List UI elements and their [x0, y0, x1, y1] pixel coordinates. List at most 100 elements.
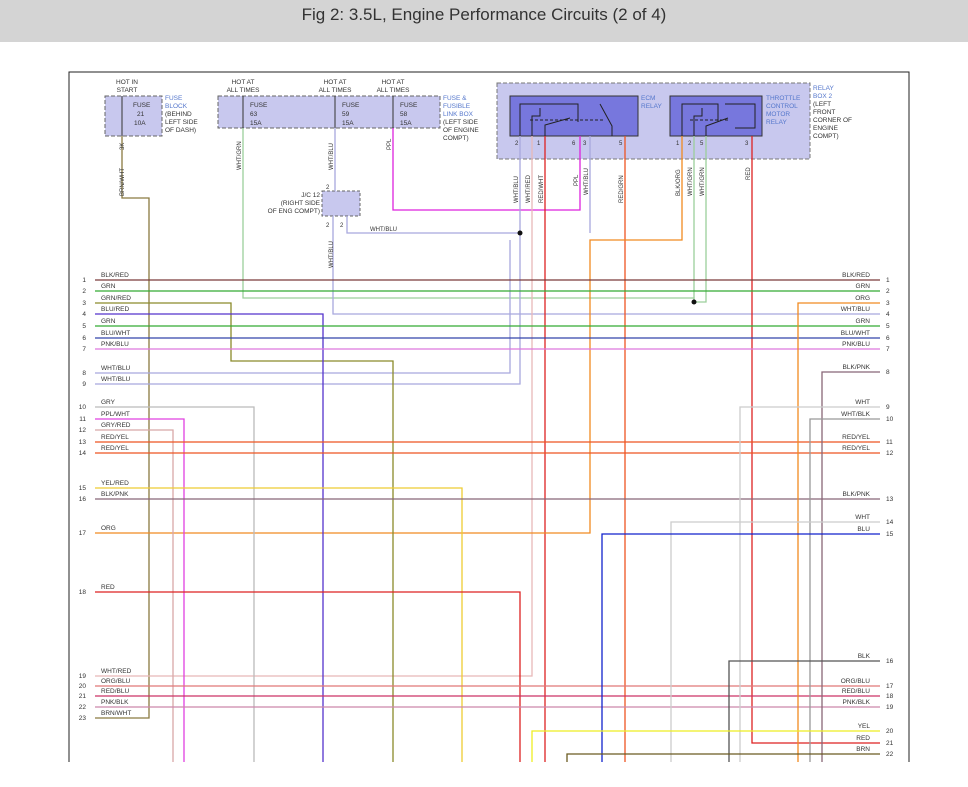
- hot-times-label-1a: HOT AT: [232, 79, 255, 86]
- left-row-number: 14: [79, 450, 87, 457]
- fuse-63-number: 63: [250, 111, 258, 118]
- hot-times-label-2c: ALL TIMES: [377, 87, 411, 94]
- left-row-label: BLK/PNK: [101, 491, 129, 498]
- fuse-21-label: FUSE: [133, 102, 151, 109]
- pin-tc-4: 3: [745, 141, 749, 147]
- relay-box-loc-1: (LEFT: [813, 101, 831, 108]
- fuse-21-amp: 10A: [134, 120, 146, 127]
- fuse-block-name-1: FUSE: [165, 95, 183, 102]
- wire-right-wht: [739, 406, 880, 762]
- left-row-number: 2: [82, 288, 86, 295]
- hot-times-label-2a: ALL TIMES: [227, 87, 261, 94]
- ecm-relay-coil-b: [531, 108, 541, 136]
- right-row-number: 2: [886, 288, 890, 295]
- pin-fuse21: 3K: [120, 143, 126, 150]
- left-row-number: 17: [79, 530, 87, 537]
- left-row-label: ORG: [101, 525, 116, 532]
- wire-right-org: [797, 302, 880, 762]
- header-bar: [0, 0, 968, 42]
- left-row-label: WHT/RED: [101, 668, 132, 675]
- fuse-59-label: FUSE: [342, 102, 360, 109]
- hot-start-label-1: HOT IN: [116, 79, 138, 86]
- right-row-label: RED: [856, 735, 870, 742]
- left-row-label: PNK/BLK: [101, 699, 129, 706]
- right-row-number: 21: [886, 740, 894, 747]
- right-row-number: 12: [886, 450, 894, 457]
- fuse-63-label: FUSE: [250, 102, 268, 109]
- left-row-number: 22: [79, 704, 87, 711]
- right-row-label: PNK/BLU: [842, 341, 870, 348]
- left-row-number: 3: [82, 300, 86, 307]
- wire-row-15: [95, 487, 463, 762]
- vlabel-red-grn: RED/GRN: [619, 175, 625, 203]
- link-box-name-2: FUSIBLE: [443, 103, 471, 110]
- hot-times-label-1c: HOT AT: [382, 79, 405, 86]
- wire-org-row17: [95, 136, 683, 534]
- tc-relay-switch: [705, 117, 729, 136]
- right-row-label: RED/YEL: [842, 434, 870, 441]
- tc-relay-coil: [681, 103, 719, 136]
- left-row-number: 18: [79, 589, 87, 596]
- left-row-number: 1: [82, 277, 86, 284]
- pin-ecm-7: 5: [619, 141, 623, 147]
- right-row-label: YEL: [858, 723, 871, 730]
- fuse-block-name-2: BLOCK: [165, 103, 188, 110]
- link-box-loc-3: COMPT): [443, 135, 469, 142]
- wire-row-4: [95, 313, 324, 762]
- left-row-number: 11: [79, 416, 86, 423]
- right-row-label: GRN: [856, 283, 871, 290]
- pin-tc-2: 2: [688, 141, 692, 147]
- ecm-relay-name-1: ECM: [641, 95, 655, 102]
- wire-wht-red: [95, 136, 533, 677]
- wire-wht-blu-row9: [95, 136, 521, 385]
- right-row-label: RED/YEL: [842, 445, 870, 452]
- jc-pin-bottom-a: 2: [326, 223, 330, 229]
- left-row-number: 10: [79, 404, 87, 411]
- left-row-number: 4: [82, 311, 86, 318]
- fuse-block-loc-3: OF DASH): [165, 127, 196, 134]
- wire-right-yel: [531, 730, 880, 762]
- right-row-label: BRN: [856, 746, 870, 753]
- left-row-number: 16: [79, 496, 87, 503]
- fuse-58-amp: 15A: [400, 120, 412, 127]
- right-row-number: 8: [886, 369, 890, 376]
- jc-pin-top: 2: [326, 185, 330, 191]
- left-row-number: 5: [82, 323, 86, 330]
- left-row-label: GRY: [101, 399, 116, 406]
- right-row-number: 16: [886, 658, 894, 665]
- link-box-loc-1: (LEFT SIDE: [443, 119, 479, 126]
- jc-name: J/C 12: [301, 192, 320, 199]
- vlabel-wht-grn-b: WHT/GRN: [688, 167, 694, 196]
- left-row-label: BLU/RED: [101, 306, 129, 313]
- page-title: Fig 2: 3.5L, Engine Performance Circuits…: [301, 5, 667, 24]
- right-row-number: 18: [886, 693, 894, 700]
- fuse-58-number: 58: [400, 111, 408, 118]
- left-row-label: GRN/RED: [101, 295, 131, 302]
- right-row-number: 4: [886, 311, 890, 318]
- left-row-label: WHT/BLU: [101, 365, 131, 372]
- vlabel-brn-wht: BRN/WHT: [120, 168, 126, 196]
- link-box: [217, 95, 441, 129]
- hlabel-wht-blu-jc: WHT/BLU: [370, 227, 397, 233]
- left-row-label: PPL/WHT: [101, 411, 130, 418]
- right-row-label: PNK/BLK: [843, 699, 871, 706]
- right-row-label: WHT/BLK: [841, 411, 871, 418]
- left-row-label: GRN: [101, 318, 116, 325]
- vlabel-ppl: PPL: [387, 138, 393, 150]
- left-row-number: 9: [82, 381, 86, 388]
- wire-right-wht-blk: [809, 418, 880, 762]
- right-row-label: BLK: [858, 653, 871, 660]
- vlabel-wht-grn: WHT/GRN: [237, 141, 243, 170]
- left-row-number: 20: [79, 683, 87, 690]
- pin-tc-3: 5: [700, 141, 704, 147]
- left-row-label: BLK/RED: [101, 272, 129, 279]
- left-row-label: YEL/RED: [101, 480, 129, 487]
- pin-ecm-6: 3: [583, 141, 587, 147]
- diagram-frame: [68, 71, 910, 762]
- right-row-number: 19: [886, 704, 894, 711]
- right-row-label: RED/BLU: [842, 688, 870, 695]
- right-row-label: BLU/WHT: [841, 330, 870, 337]
- throttle-relay-body: [669, 95, 763, 137]
- fuse-59-amp: 15A: [342, 120, 354, 127]
